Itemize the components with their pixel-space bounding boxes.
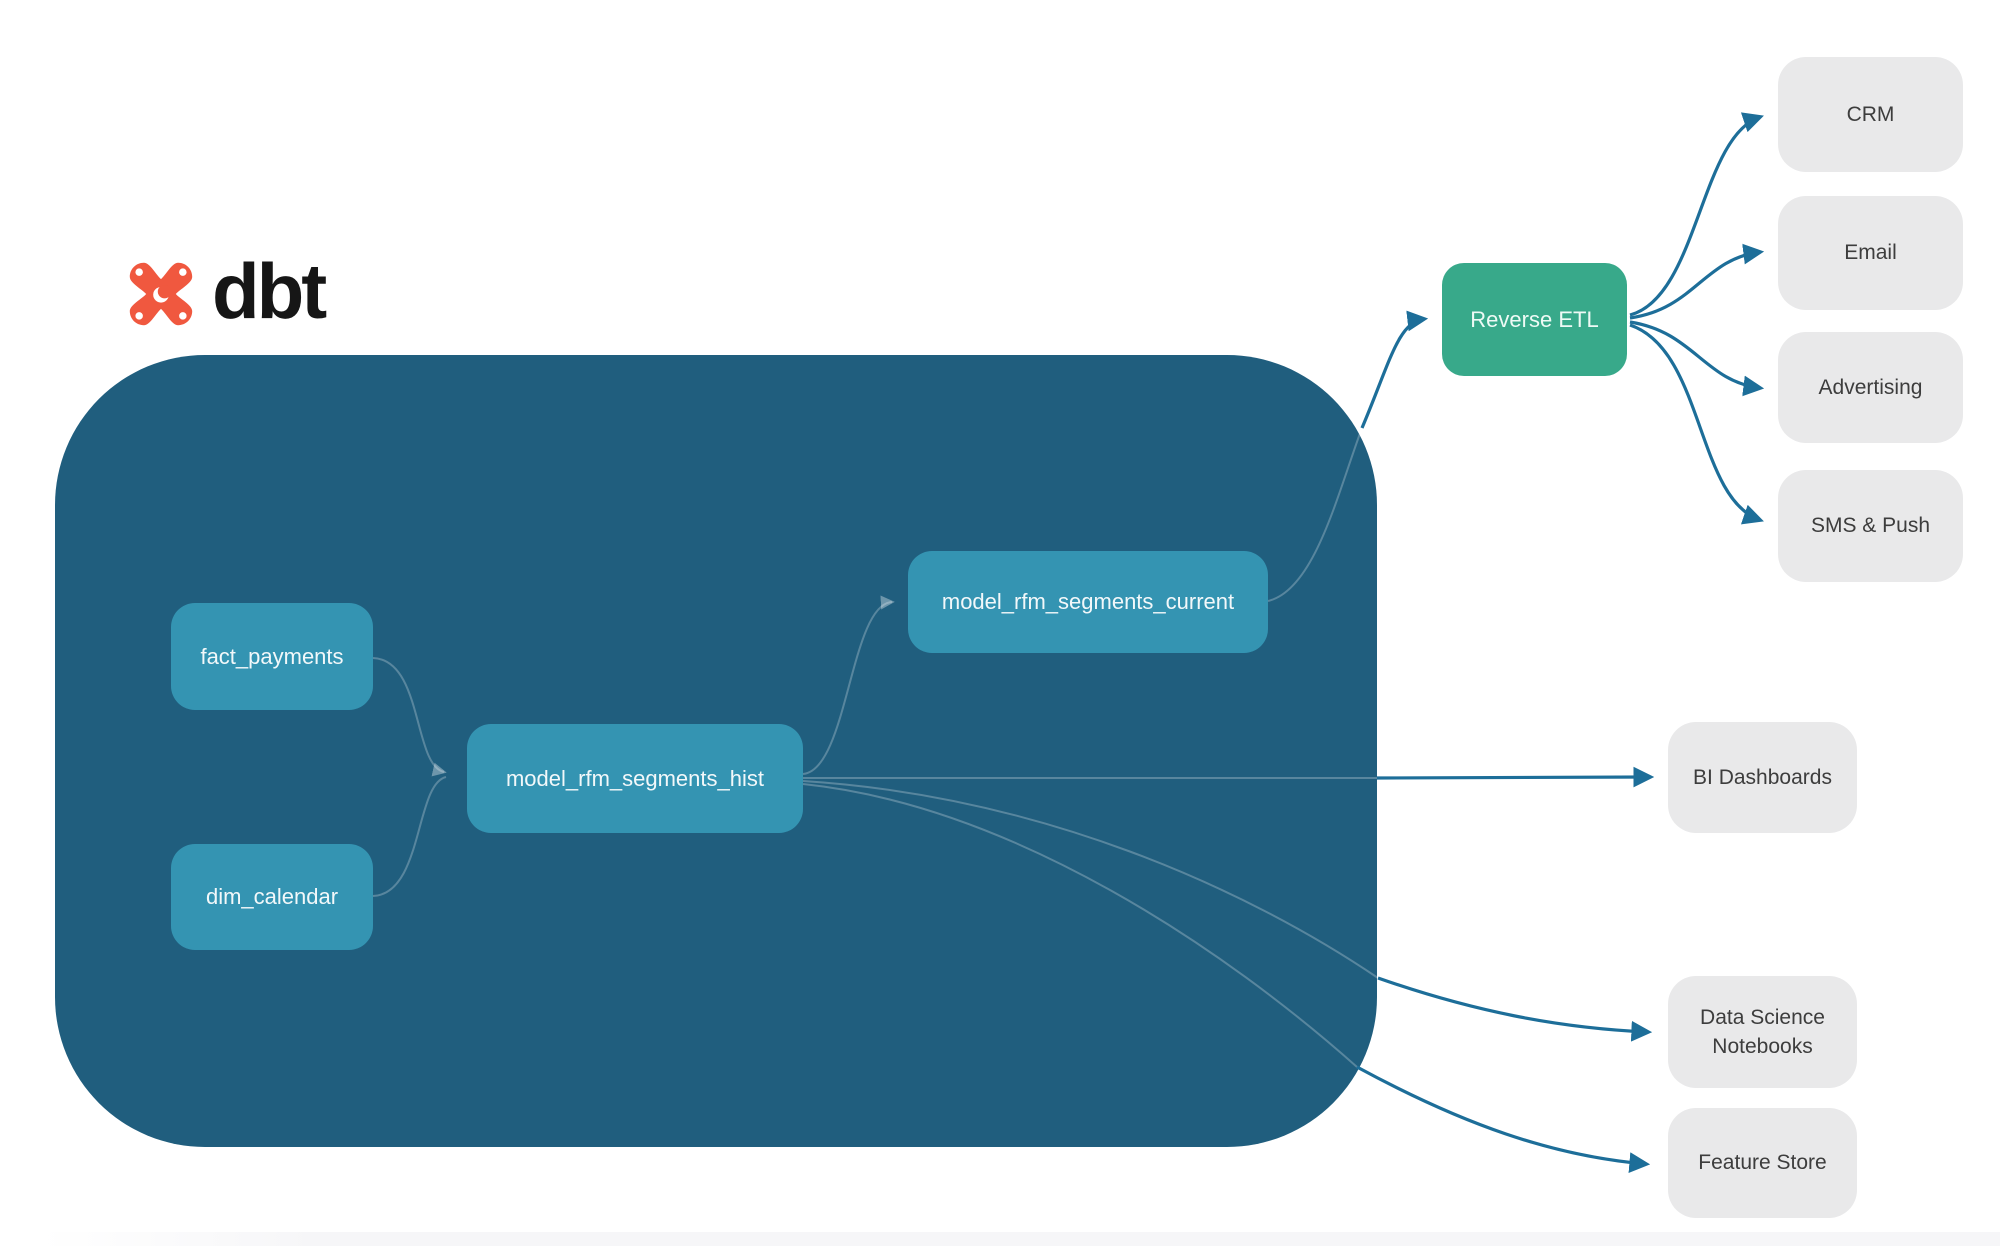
node-label: model_rfm_segments_hist [505, 765, 764, 791]
node-advertising: Advertising [1778, 332, 1963, 443]
node-model-rfm-segments-current: model_rfm_segments_current [908, 551, 1268, 653]
node-label: Email [1844, 241, 1897, 265]
node-label: Feature Store [1698, 1151, 1827, 1175]
bottom-cropped-strip [0, 1232, 2000, 1246]
node-label: BI Dashboards [1693, 765, 1832, 789]
node-label: Data Science Notebooks [1700, 1005, 1825, 1058]
node-crm: CRM [1778, 57, 1963, 172]
node-sms-push: SMS & Push [1778, 470, 1963, 582]
node-fact-payments: fact_payments [171, 603, 373, 710]
edge-hist-to-ds-outside [1377, 976, 1653, 1042]
edge-current-to-retl-outside [1360, 310, 1429, 429]
node-label: Reverse ETL [1470, 306, 1599, 332]
node-feature-store: Feature Store [1668, 1108, 1857, 1218]
node-label: model_rfm_segments_current [941, 589, 1235, 614]
node-label: dim_calendar [205, 884, 339, 909]
node-label: SMS & Push [1810, 514, 1931, 538]
node-data-science-notebooks: Data Science Notebooks [1668, 976, 1857, 1088]
node-label: fact_payments [200, 643, 344, 669]
dbt-logo: dbt [122, 247, 327, 336]
node-label: CRM [1846, 102, 1895, 126]
node-model-rfm-segments-hist: model_rfm_segments_hist [467, 724, 803, 833]
node-bi-dashboards: BI Dashboards [1668, 722, 1857, 833]
dbt-logo-icon [129, 262, 193, 326]
edge-hist-to-fs-outside [1356, 1065, 1651, 1173]
node-dim-calendar: dim_calendar [171, 844, 373, 950]
node-reverse-etl: Reverse ETL [1442, 263, 1627, 376]
edge-retl-to-sms [1629, 323, 1764, 525]
node-email: Email [1778, 196, 1963, 310]
edge-retl-to-crm [1629, 112, 1764, 317]
node-label: Advertising [1818, 375, 1923, 399]
edge-hist-to-bi-outside [1376, 766, 1655, 788]
dbt-logo-text: dbt [212, 247, 327, 335]
edge-retl-to-advertising [1629, 320, 1765, 397]
edge-retl-to-email [1629, 243, 1765, 320]
